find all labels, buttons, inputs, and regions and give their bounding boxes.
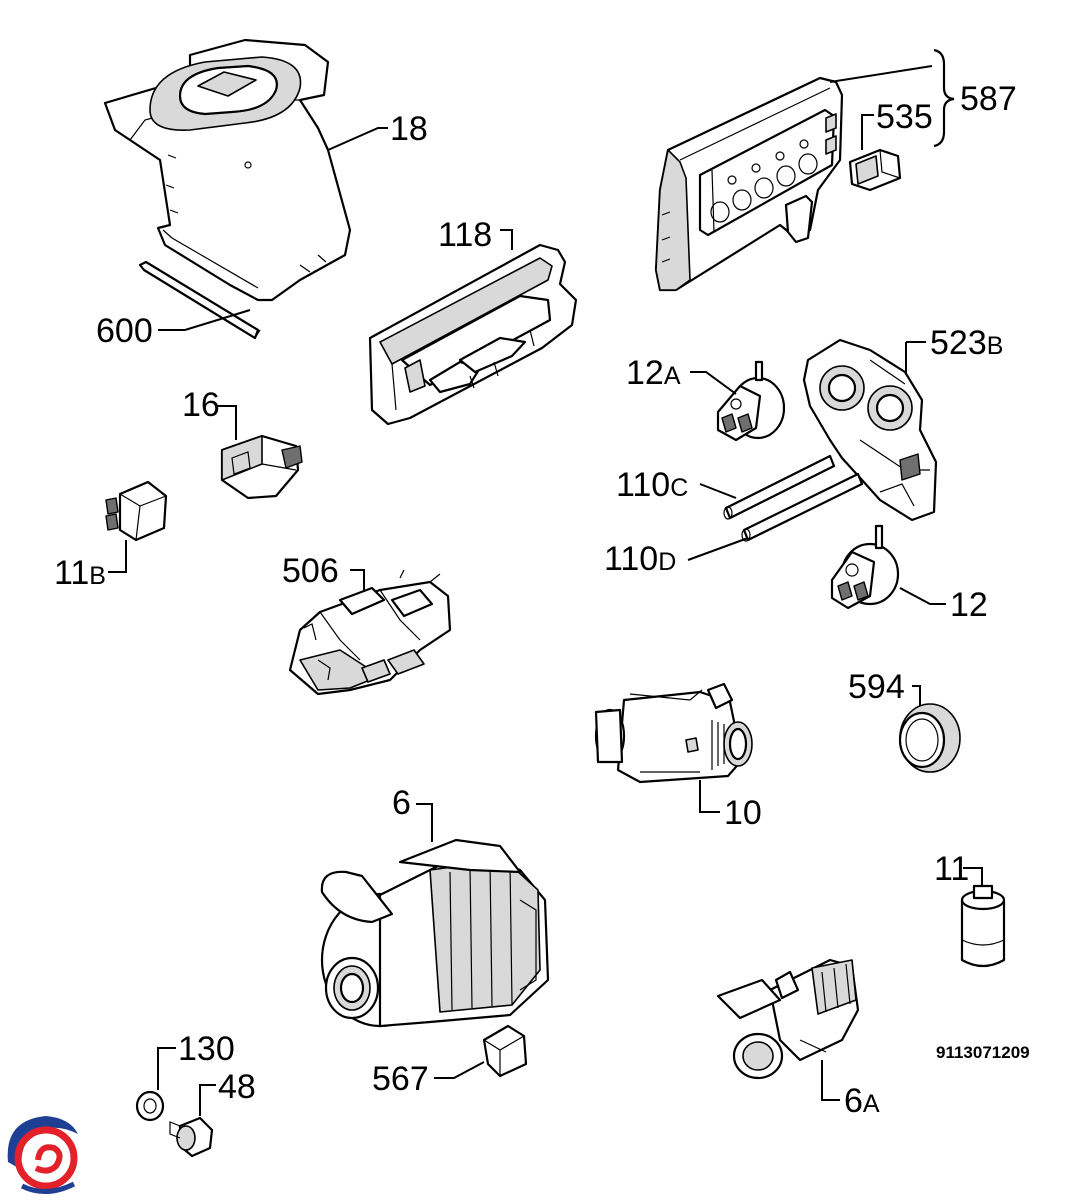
logo-blue-arc [20,1181,76,1194]
group-587-brace [933,48,955,148]
part-110c-hose [723,454,836,520]
part-506-assembly [288,569,452,696]
part-523b-bracket [802,338,938,522]
label-600: 600 [96,312,153,350]
logo-blue-swoosh [7,1116,78,1170]
label-110c: 110C [616,466,688,504]
label-12a: 12A [626,354,681,392]
part-18-duct-cover [103,38,352,340]
part-10-heater [594,682,753,784]
label-130: 130 [178,1030,235,1068]
part-16-switch [220,434,303,500]
label-12: 12 [950,586,988,624]
label-48: 48 [218,1068,256,1106]
part-11b-relay [105,480,168,542]
label-587: 587 [960,80,1017,118]
label-118: 118 [438,216,492,254]
label-506: 506 [282,552,339,590]
label-11b: 11B [54,554,106,592]
label-110d: 110D [604,540,676,578]
part-11-capacitor [960,884,1006,968]
logo-red-spiral [34,1144,63,1174]
part-587-control-module [654,76,902,292]
part-48-plug [169,1116,214,1158]
label-16: 16 [182,386,220,424]
label-18: 18 [390,110,428,148]
leader-lines [108,65,983,1116]
label-11: 11 [934,850,969,888]
part-118-dispenser [368,243,578,426]
part-110d-hose [741,472,864,542]
part-6a-drain-pump [716,958,860,1080]
logo-red-ring [14,1126,78,1190]
label-594: 594 [848,668,905,706]
label-6: 6 [392,784,411,822]
label-523b: 523B [930,324,1003,362]
label-567: 567 [372,1060,429,1098]
part-6-pump-motor [320,838,550,1028]
part-567-clip [482,1024,528,1078]
label-6a: 6A [844,1082,880,1120]
part-labels: 18 600 118 587 535 16 11B 12A 523B 110C … [54,80,1017,1120]
part-12a-pressure-switch [716,360,786,442]
label-10: 10 [724,794,762,832]
brand-logo [7,1116,78,1194]
part-130-washer [135,1090,165,1122]
part-12-pressure-switch [830,524,900,610]
part-594-seal [898,703,961,773]
label-535: 535 [876,98,933,136]
diagram-code: 9113071209 [936,1043,1030,1062]
